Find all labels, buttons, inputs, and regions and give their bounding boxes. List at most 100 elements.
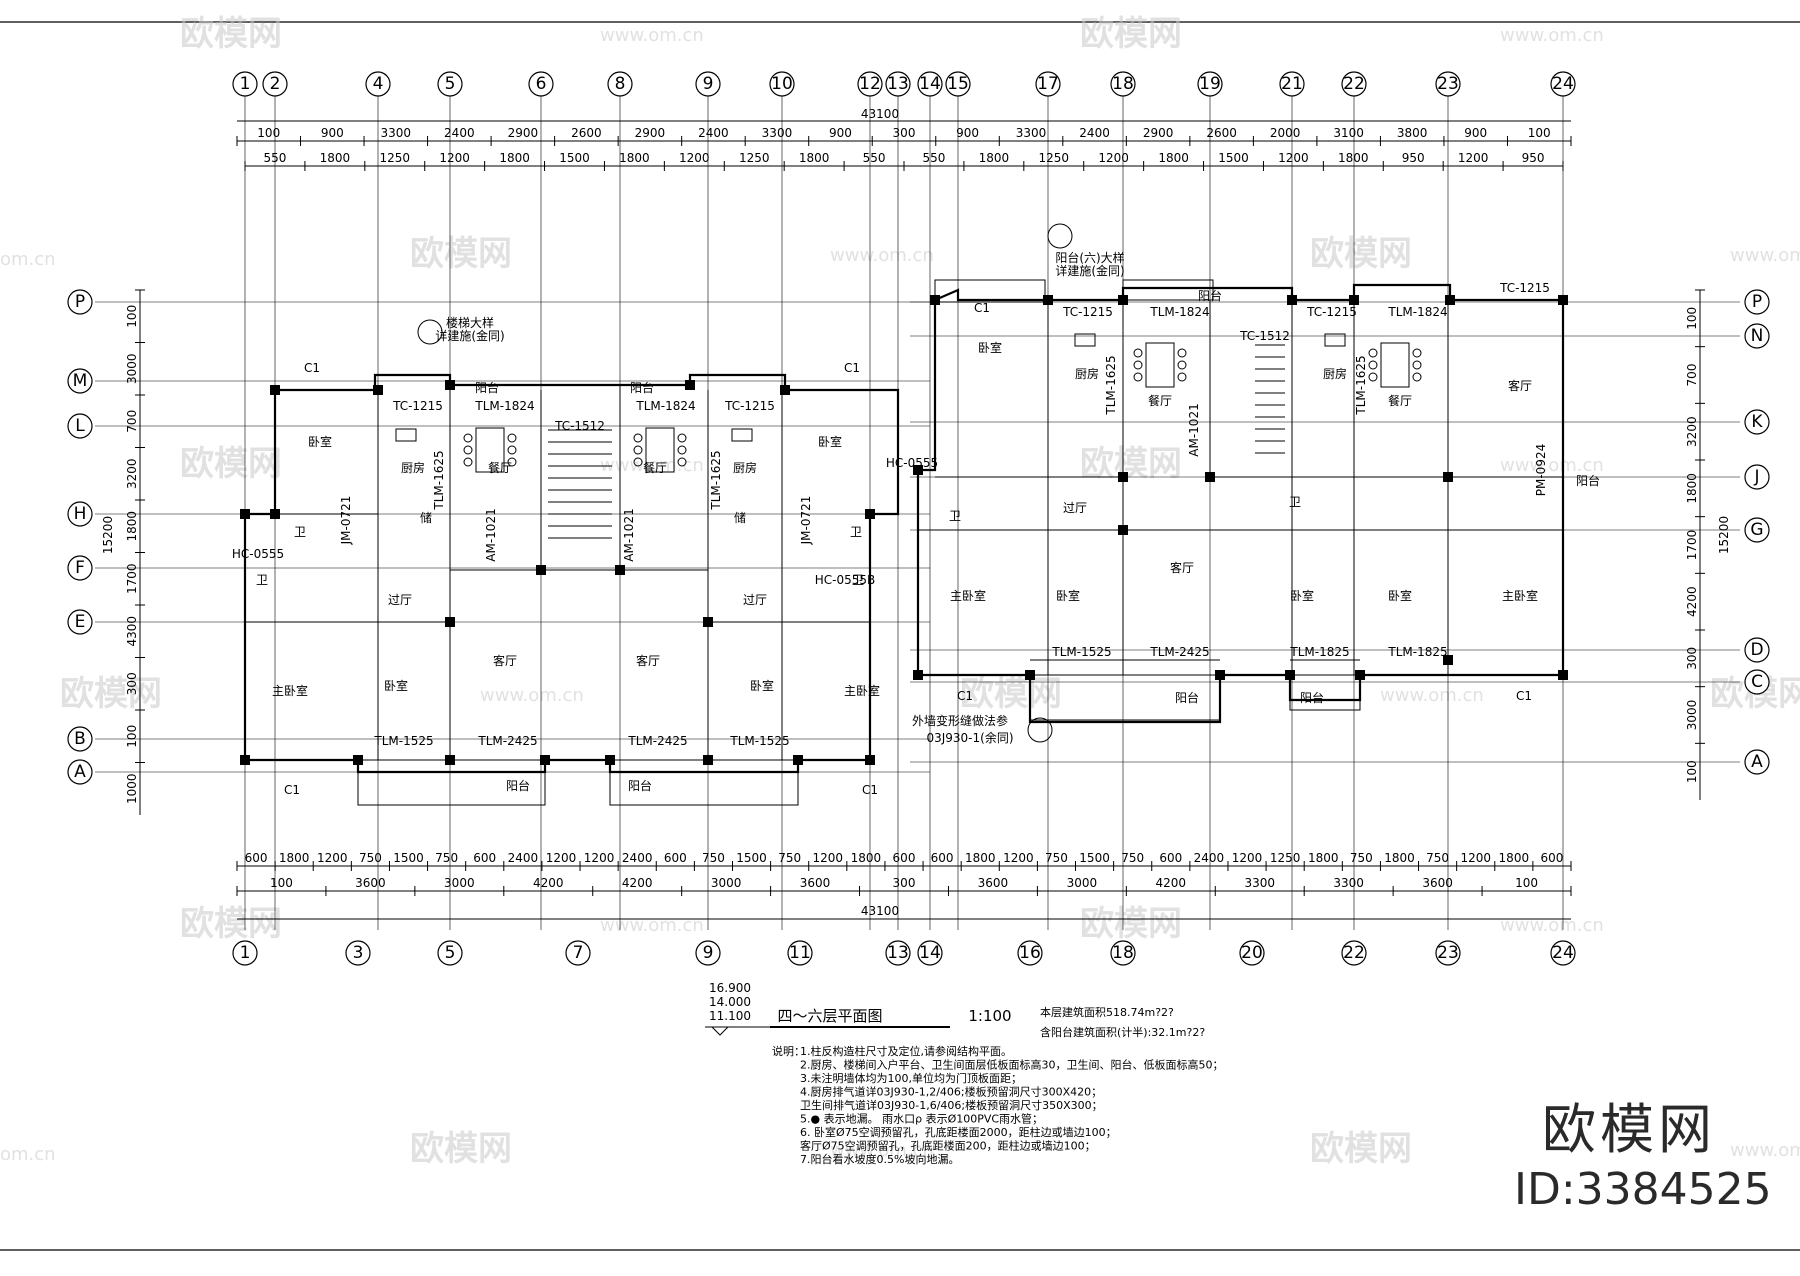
bottom-dim-2-label: 3000: [711, 876, 742, 890]
axis-bubble: B: [67, 726, 93, 752]
axis-bubble: D: [1744, 637, 1770, 663]
axis-bubble-circle: [67, 413, 93, 439]
callout-balcony-note: 详建施(金同): [1055, 263, 1124, 278]
window-tag: C1: [844, 361, 860, 375]
axis-bubble: 20: [1239, 940, 1265, 966]
axis-bubble: 6: [528, 71, 554, 97]
chair: [463, 457, 473, 467]
axis-bubble-circle: [1550, 71, 1576, 97]
window-tag: HC-0555: [232, 547, 284, 561]
bottom-dim-2-label: 3600: [800, 876, 831, 890]
top-dim-2-label: 550: [923, 151, 946, 165]
door-tag: JM-0721: [799, 496, 813, 546]
watermark-url: www.om.cn: [600, 25, 704, 46]
axis-bubble: 10: [769, 71, 795, 97]
top-dim-2-label: 1250: [379, 151, 410, 165]
right-dim-label: 300: [1685, 647, 1699, 670]
bottom-dim-2-label: 300: [893, 876, 916, 890]
watermark-logo: 欧模网: [180, 904, 282, 944]
dining-table: [1380, 342, 1410, 388]
window-tag: C1: [957, 689, 973, 703]
top-dim-2-label: 1800: [619, 151, 650, 165]
chair: [633, 445, 643, 455]
watermark-logo: 欧模网: [960, 674, 1062, 714]
door-tag: TLM-1824: [1149, 305, 1209, 319]
room-bath: 卫: [852, 573, 864, 587]
column: [1205, 472, 1215, 482]
top-dim-2-label: 1500: [559, 151, 590, 165]
axis-bubble-label: L: [75, 416, 85, 436]
door-tag: TLM-2425: [627, 734, 687, 748]
top-dim-1-label: 2900: [635, 126, 666, 140]
callout-stair-note: 详建施(金同): [435, 328, 504, 343]
axis-bubble-label: 6: [536, 74, 547, 94]
watermark-url: www.om.cn: [1730, 245, 1800, 266]
top-dim-1-label: 2400: [444, 126, 475, 140]
axis-bubble-circle: [67, 726, 93, 752]
axis-bubble-label: 5: [445, 74, 456, 94]
axis-bubble-circle: [1744, 464, 1770, 490]
door-tag: TLM-1824: [1387, 305, 1447, 319]
top-dim-1-label: 3300: [762, 126, 793, 140]
room-master-bedroom: 主卧室: [950, 588, 986, 603]
room-bedroom: 卧室: [978, 340, 1002, 355]
axis-bubble-label: 4: [373, 74, 384, 94]
chair: [507, 445, 517, 455]
axis-bubble: 1: [232, 940, 258, 966]
door-tag: TLM-1525: [729, 734, 789, 748]
chair: [1412, 360, 1422, 370]
watermark-logo: 欧模网: [180, 14, 282, 54]
axis-bubble: 1: [232, 71, 258, 97]
chair: [1133, 348, 1143, 358]
bottom-dim-1-label: 1200: [1460, 851, 1491, 865]
axis-bubble-circle: [885, 71, 911, 97]
door-tag: TLM-1625: [709, 450, 723, 510]
door-tag: TLM-1625: [1104, 355, 1118, 415]
room-dining: 餐厅: [488, 460, 512, 475]
top-dim-1-label: 2600: [1206, 126, 1237, 140]
chair: [507, 433, 517, 443]
room-hall: 过厅: [1063, 501, 1087, 515]
axis-bubble-circle: [67, 501, 93, 527]
bottom-dim-1-label: 750: [1350, 851, 1373, 865]
axis-bubble-circle: [917, 71, 943, 97]
chair: [1177, 360, 1187, 370]
axis-bubble-label: 14: [919, 74, 941, 94]
axis-bubble: 5: [437, 940, 463, 966]
bottom-dim-1-label: 750: [1121, 851, 1144, 865]
top-dim-2-label: 1800: [1338, 151, 1369, 165]
dining-table: [645, 427, 675, 473]
axis-bubble-circle: [695, 71, 721, 97]
axis-bubble-circle: [787, 940, 813, 966]
axis-bubble-label: 13: [887, 74, 909, 94]
axis-bubble-circle: [1744, 409, 1770, 435]
watermark-logo: 欧模网: [1080, 14, 1182, 54]
room-bath: 卫: [850, 525, 862, 539]
bottom-dim-1-label: 750: [702, 851, 725, 865]
brand-logo: 欧模网: [1542, 1098, 1716, 1161]
bottom-dim-1-label: 1800: [1308, 851, 1339, 865]
room-kitchen: 厨房: [1323, 366, 1347, 381]
bottom-dim-2-label: 3000: [1067, 876, 1098, 890]
chair: [1177, 348, 1187, 358]
axis-bubble: E: [67, 609, 93, 635]
top-dim-2-label: 1200: [1458, 151, 1489, 165]
right-dim-label: 1700: [1685, 530, 1699, 561]
window-tag: C1: [862, 783, 878, 797]
axis-bubble: 16: [1017, 940, 1043, 966]
room-dining: 餐厅: [1388, 393, 1412, 408]
top-dim-1-label: 900: [956, 126, 979, 140]
axis-bubble-label: B: [74, 729, 86, 749]
column: [1443, 655, 1453, 665]
axis-bubble-circle: [1744, 749, 1770, 775]
door-tag: TLM-2425: [477, 734, 537, 748]
axis-bubble-label: 2: [270, 74, 281, 94]
axis-bubble: 5: [437, 71, 463, 97]
right-dim-label: 4200: [1685, 586, 1699, 617]
room-living: 客厅: [636, 653, 660, 668]
note-line: 7.阳台看水坡度0.5%坡向地漏。: [800, 1152, 959, 1166]
right-dim-label: 700: [1685, 364, 1699, 387]
column: [445, 755, 455, 765]
column: [913, 465, 923, 475]
right-dim-label: 3000: [1685, 700, 1699, 731]
